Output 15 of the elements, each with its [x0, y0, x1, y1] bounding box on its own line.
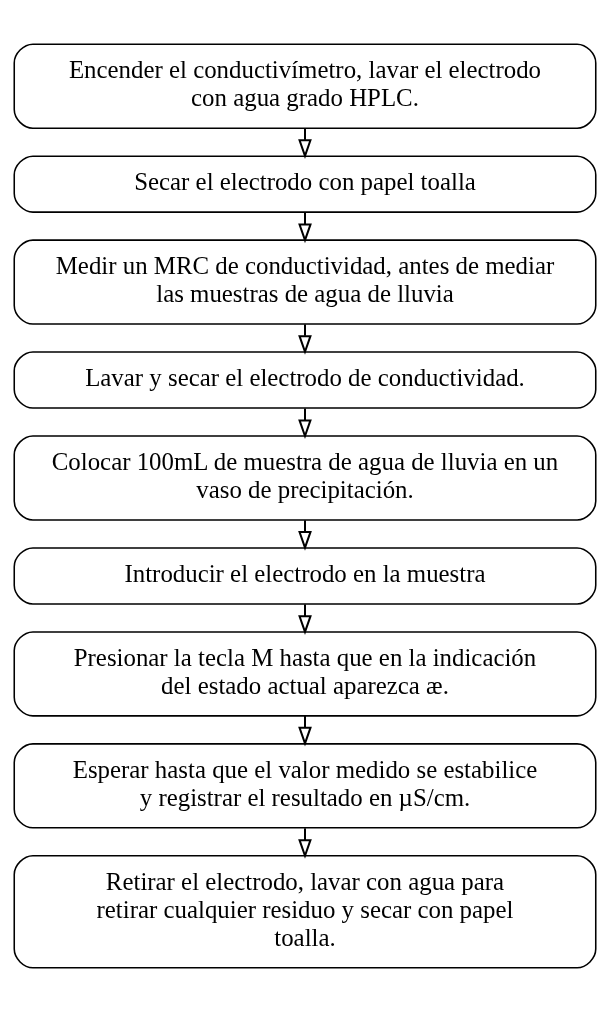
node-box: Esperar hasta que el valor medido se estabilice y registrar el resultado en µS/cm.: [13, 742, 597, 829]
arrow: [298, 519, 312, 551]
node-box: Secar el electrodo con papel toalla: [13, 154, 597, 213]
node-box: Introducir el electrodo en la muestra: [13, 546, 597, 605]
node-box: Lavar y secar el electrodo de conductividad.: [13, 350, 597, 409]
arrow: [298, 603, 312, 635]
arrow: [298, 827, 312, 859]
arrow: [298, 715, 312, 746]
node-box: Retirar el electrodo, lavar con agua para retirar cualquier residuo y secar con papel toalla.: [13, 854, 597, 969]
arrow: [298, 212, 312, 243]
node-box: Encender el conductivímetro, lavar el electrodo con agua grado HPLC.: [13, 42, 597, 129]
arrow: [298, 323, 312, 355]
node-box: Colocar 100mL de muestra de agua de lluvia en un vaso de precipitación.: [13, 434, 597, 521]
node-box: Presionar la tecla M hasta que en la indicación del estado actual aparezca æ.: [13, 630, 597, 717]
node-box: Medir un MRC de conductividad, antes de mediar las muestras de agua de lluvia: [13, 238, 597, 325]
